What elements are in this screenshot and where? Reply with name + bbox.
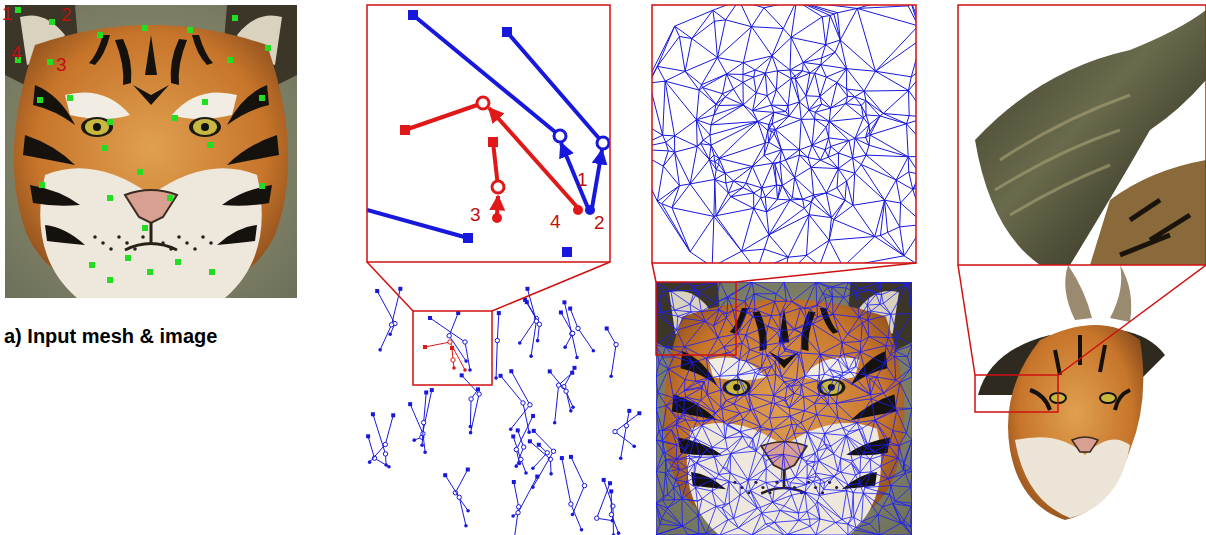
texture-zoom bbox=[958, 5, 1206, 265]
mesh-overlay bbox=[656, 282, 912, 535]
callout-number: 2 bbox=[61, 5, 72, 24]
zoom-frames bbox=[367, 5, 1206, 412]
callout-number: 2 bbox=[594, 213, 605, 232]
zoom-vectors bbox=[367, 10, 609, 257]
feature-points bbox=[15, 7, 271, 283]
mesh-zoom bbox=[652, 5, 916, 263]
callout-number: 1 bbox=[577, 170, 588, 189]
callout-number: 4 bbox=[550, 212, 561, 231]
tiger-photo bbox=[656, 282, 912, 535]
callout-number: 3 bbox=[56, 55, 67, 74]
tiger-photo bbox=[5, 5, 297, 298]
panel-caption: a) Input mesh & image bbox=[4, 326, 217, 346]
textured-head bbox=[978, 265, 1165, 520]
callout-number: 4 bbox=[11, 43, 22, 62]
callout-number: 3 bbox=[470, 205, 481, 224]
callout-number: 1 bbox=[2, 4, 13, 23]
vector-field bbox=[366, 287, 641, 535]
